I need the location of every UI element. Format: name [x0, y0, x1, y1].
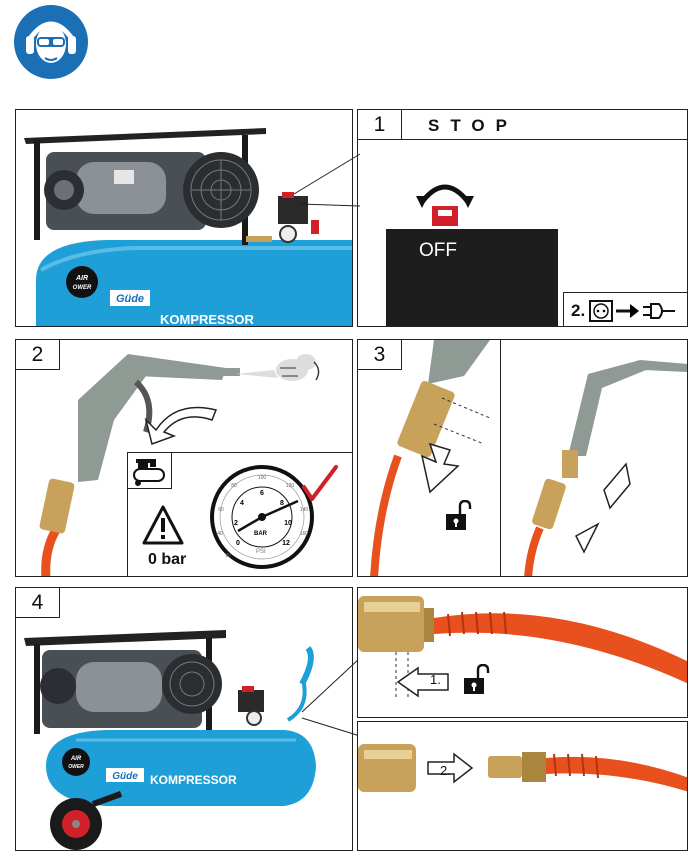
svg-text:4: 4: [240, 500, 244, 507]
svg-text:8: 8: [280, 500, 284, 507]
unlock-icon: [462, 664, 492, 696]
stop-header-bar: [402, 110, 687, 140]
step-number: 1: [358, 110, 402, 140]
step3-panel: 3: [357, 339, 688, 577]
step1-panel: 1 STOP OFF 2.: [357, 109, 688, 327]
svg-text:80: 80: [231, 483, 237, 489]
svg-text:Güde: Güde: [112, 771, 138, 782]
callout-lines-step4: [301, 657, 361, 737]
svg-text:PSI: PSI: [256, 549, 266, 555]
blow-gun-illustration: [39, 354, 320, 576]
step3-divider: [500, 340, 502, 576]
svg-text:BAR: BAR: [254, 531, 268, 537]
off-label: OFF: [419, 240, 457, 261]
svg-text:KOMPRESSOR: KOMPRESSOR: [160, 312, 255, 327]
step2-panel: 2 0 bar: [15, 339, 353, 577]
step4-detail-bottom: 2.: [357, 721, 688, 851]
step4-panel: 4 AIR OWER Güde KOMPRESSOR: [15, 587, 353, 851]
step1-compressor-panel: AIR OWER Güde KOMPRESSOR: [15, 109, 353, 327]
warning-triangle-icon: [142, 505, 184, 545]
svg-text:0: 0: [236, 540, 240, 547]
compressor-illustration-step4: AIR OWER Güde KOMPRESSOR: [24, 630, 316, 850]
eye-and-ear-protection-icon: [13, 4, 89, 80]
disconnect-illustration: [370, 340, 687, 576]
inset-box: 0 bar BAR PSI 0 2 4 6 8 10 12: [127, 452, 352, 576]
unlock-icon: [444, 500, 474, 532]
svg-text:10: 10: [284, 520, 292, 527]
checkmark-icon: [302, 465, 338, 501]
step-number: 2: [16, 340, 60, 370]
svg-text:160: 160: [300, 531, 309, 537]
coupler-release-illustration: [358, 596, 687, 698]
switch-rotate-icon: [414, 176, 476, 226]
pressure-gauge: BAR PSI 0 2 4 6 8 10 12 20 40 60 80 100: [208, 461, 344, 573]
arrow1-label: 1.: [430, 672, 441, 687]
svg-text:2: 2: [234, 520, 238, 527]
svg-text:AIR: AIR: [75, 275, 88, 282]
stop-title: STOP: [428, 116, 518, 135]
arrow2-label: 2.: [440, 763, 451, 778]
plug-icon: [643, 302, 676, 320]
svg-text:OWER: OWER: [73, 285, 92, 291]
switch-box: [386, 229, 558, 326]
svg-text:140: 140: [300, 507, 309, 513]
svg-text:AIR: AIR: [70, 756, 82, 762]
socket-icon: [589, 299, 614, 322]
svg-text:60: 60: [218, 507, 224, 513]
svg-text:6: 6: [260, 490, 264, 497]
step-number: 3: [358, 340, 402, 370]
arrow-right-icon: [616, 302, 640, 320]
svg-text:120: 120: [286, 483, 295, 489]
unplug-step-label: 2.: [571, 300, 586, 320]
svg-text:OWER: OWER: [68, 764, 84, 770]
svg-text:KOMPRESSOR: KOMPRESSOR: [150, 773, 237, 787]
svg-text:Güde: Güde: [116, 293, 144, 305]
compressor-icon: [128, 453, 172, 489]
callout-lines-step1: [293, 153, 361, 207]
svg-text:100: 100: [258, 475, 267, 481]
pressure-label: 0 bar: [148, 551, 187, 568]
step-number: 4: [16, 588, 60, 618]
svg-text:12: 12: [282, 540, 290, 547]
compressor-illustration: AIR OWER Güde KOMPRESSOR: [24, 128, 352, 327]
unplug-box: 2.: [563, 292, 687, 326]
svg-text:40: 40: [217, 531, 223, 537]
step4-detail-top: 1.: [357, 587, 688, 718]
coupler-separated-illustration: [358, 744, 687, 792]
svg-text:20: 20: [225, 553, 231, 559]
